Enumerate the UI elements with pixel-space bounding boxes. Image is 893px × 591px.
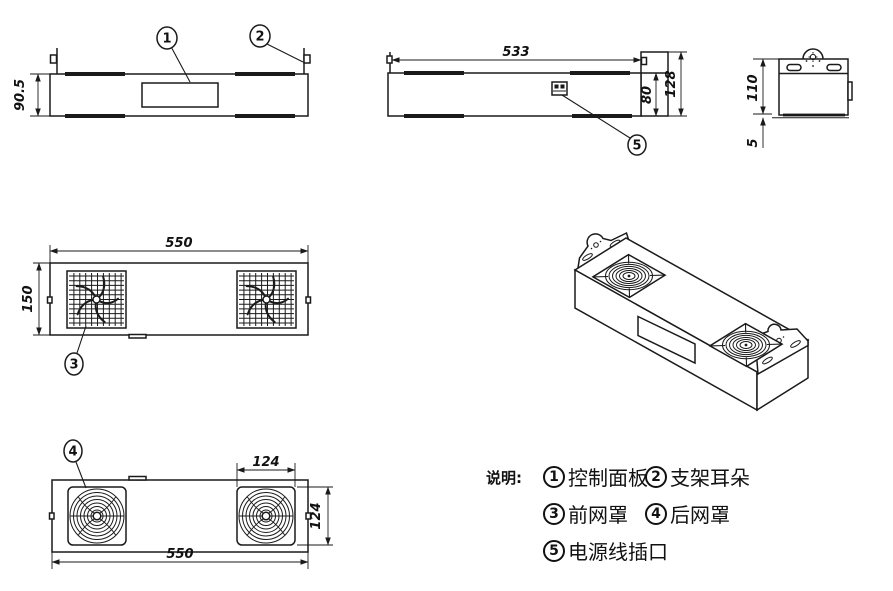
dim-label-rear-width: 533 — [502, 45, 529, 60]
ear-tab-right — [640, 56, 648, 66]
callout-4: 4 — [63, 439, 87, 489]
view-rear-face: 124 124 550 4 — [48, 439, 333, 569]
legend-num-2: 2 — [645, 465, 667, 488]
dim-label-fan-pitch-width: 124 — [252, 455, 279, 470]
hanging-hole — [805, 52, 821, 67]
side-tab-right — [305, 512, 312, 520]
legend-items: 1 控制面板 2 支架耳朵 3 前网罩 4 后网罩 5 电源线插口 — [543, 462, 750, 565]
dim-label-rear-body-height: 80 — [640, 86, 655, 104]
view-side: 110 5 — [746, 48, 853, 148]
side-tab-left — [48, 512, 55, 520]
legend-num-4: 4 — [645, 502, 667, 525]
power-inlet — [551, 81, 568, 96]
legend-num-1: 1 — [543, 465, 565, 488]
legend-num-3: 3 — [543, 502, 565, 525]
callout-1-number: 1 — [162, 32, 171, 47]
side-tab-right — [305, 296, 312, 304]
callout-3: 3 — [64, 325, 87, 376]
unit-body-outline — [387, 72, 642, 117]
callout-2-number: 2 — [255, 30, 264, 45]
end-plate-outline — [778, 58, 849, 116]
dim-rear-body-height: 80 — [640, 72, 668, 117]
legend-label-bracket-ears: 支架耳朵 — [670, 466, 750, 490]
dim-side-gap: 5 — [746, 117, 766, 148]
view-front-elevation: 90.5 1 2 — [13, 24, 311, 118]
dim-label-bottom-width: 550 — [166, 547, 193, 562]
legend-title: 说明: — [486, 469, 522, 487]
dim-label-side-gap: 5 — [746, 138, 761, 147]
mount-slot-left — [786, 63, 802, 72]
iso-control-panel — [637, 315, 696, 365]
view-rear-elevation: 533 80 128 5 — [386, 45, 687, 156]
dim-fan-pitch-height: 124 — [297, 486, 333, 546]
callout-3-number: 3 — [69, 358, 78, 373]
callout-4-number: 4 — [68, 445, 77, 460]
top-notch — [128, 475, 147, 481]
mount-slot-right — [826, 63, 842, 72]
legend-num-5: 5 — [543, 539, 565, 562]
legend-label-rear-grille: 后网罩 — [670, 503, 730, 527]
view-isometric — [573, 231, 810, 412]
dim-face-height: 150 — [21, 262, 50, 336]
callout-2: 2 — [249, 24, 304, 63]
control-panel-outline — [141, 82, 219, 108]
dim-label-face-height: 150 — [21, 285, 36, 312]
dim-rear-width: 533 — [391, 45, 642, 63]
legend-label-power-inlet: 电源线插口 — [568, 540, 668, 564]
dim-front-height: 90.5 — [13, 73, 52, 117]
dim-label-face-width: 550 — [165, 236, 192, 251]
callout-5: 5 — [561, 94, 647, 156]
grille-edge-strips — [404, 71, 632, 118]
bottom-notch — [128, 333, 147, 339]
dim-rear-total-height: 128 — [664, 51, 687, 117]
callout-5-number: 5 — [632, 139, 641, 154]
dim-label-front-height: 90.5 — [13, 79, 28, 111]
bottom-edge-strip — [783, 113, 845, 117]
legend-item-bracket-ears: 2 支架耳朵 — [645, 462, 750, 491]
legend-item-power-inlet: 5 电源线插口 — [543, 536, 668, 565]
grille-edge-strips — [65, 72, 295, 118]
side-tab-left — [46, 296, 53, 304]
dim-label-rear-total-height: 128 — [664, 70, 679, 97]
legend-item-front-grille: 3 前网罩 — [543, 499, 645, 528]
ear-tab-left — [386, 52, 393, 73]
side-latch-tab — [847, 81, 853, 101]
callout-1: 1 — [156, 26, 191, 83]
legend-item-control-panel: 1 控制面板 — [543, 462, 648, 491]
legend-item-rear-grille: 4 后网罩 — [645, 499, 750, 528]
dim-face-width: 550 — [49, 236, 309, 263]
view-front-face: 550 150 3 — [21, 236, 312, 376]
dim-label-fan-pitch-height: 124 — [309, 502, 324, 529]
legend-label-control-panel: 控制面板 — [568, 466, 648, 490]
dim-fan-pitch-width: 124 — [236, 455, 296, 487]
dim-label-side-height: 110 — [746, 74, 761, 101]
bracket-ear-left — [49, 48, 58, 74]
dim-side-height: 110 — [746, 58, 779, 115]
legend-label-front-grille: 前网罩 — [568, 503, 628, 527]
dim-bottom-width: 550 — [51, 547, 309, 569]
bracket-ear-right — [303, 48, 311, 74]
